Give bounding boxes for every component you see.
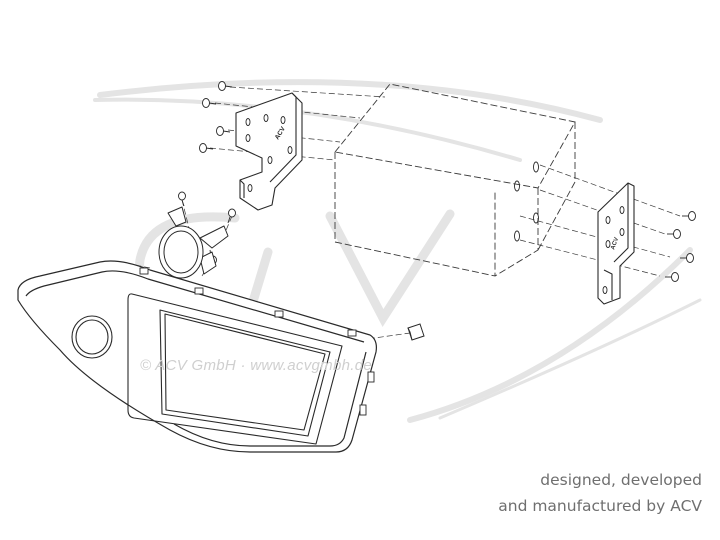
dash-fascia-frame: [17, 260, 377, 453]
left-mounting-bracket: [235, 92, 303, 211]
right-bracket-stamp: ACV: [610, 237, 620, 251]
screw-left-3: [216, 126, 231, 136]
dash-clip-tabs: [139, 267, 375, 416]
left-bracket-holes: [245, 114, 293, 192]
air-vent-adapter: [158, 206, 229, 279]
right-bracket-holes: [602, 206, 625, 294]
right-mounting-bracket: [597, 182, 635, 305]
radio-unit-box: [334, 83, 576, 277]
radio-box-screw-slots: [514, 161, 539, 242]
screw-left-4: [199, 143, 214, 153]
screw-right-2: [667, 229, 681, 239]
side-clip: [407, 323, 425, 341]
screw-vent-2: [227, 208, 236, 224]
credit-line-2: and manufactured by ACV: [498, 497, 702, 515]
screw-left-1: [218, 81, 233, 91]
right-bracket-screws: [665, 211, 696, 282]
left-bracket-screws: [199, 81, 233, 153]
screw-right-3: [680, 253, 694, 263]
copyright-watermark: © ACV GmbH · www.acvgmbh.de: [140, 357, 372, 374]
trim-hole: [71, 315, 113, 359]
screw-right-1: [682, 211, 696, 221]
screw-right-4: [665, 272, 679, 282]
screw-vent-1: [178, 191, 186, 207]
credit-line-1: designed, developed: [540, 471, 702, 489]
dash-opening: [127, 293, 343, 445]
screw-left-2: [202, 98, 217, 108]
